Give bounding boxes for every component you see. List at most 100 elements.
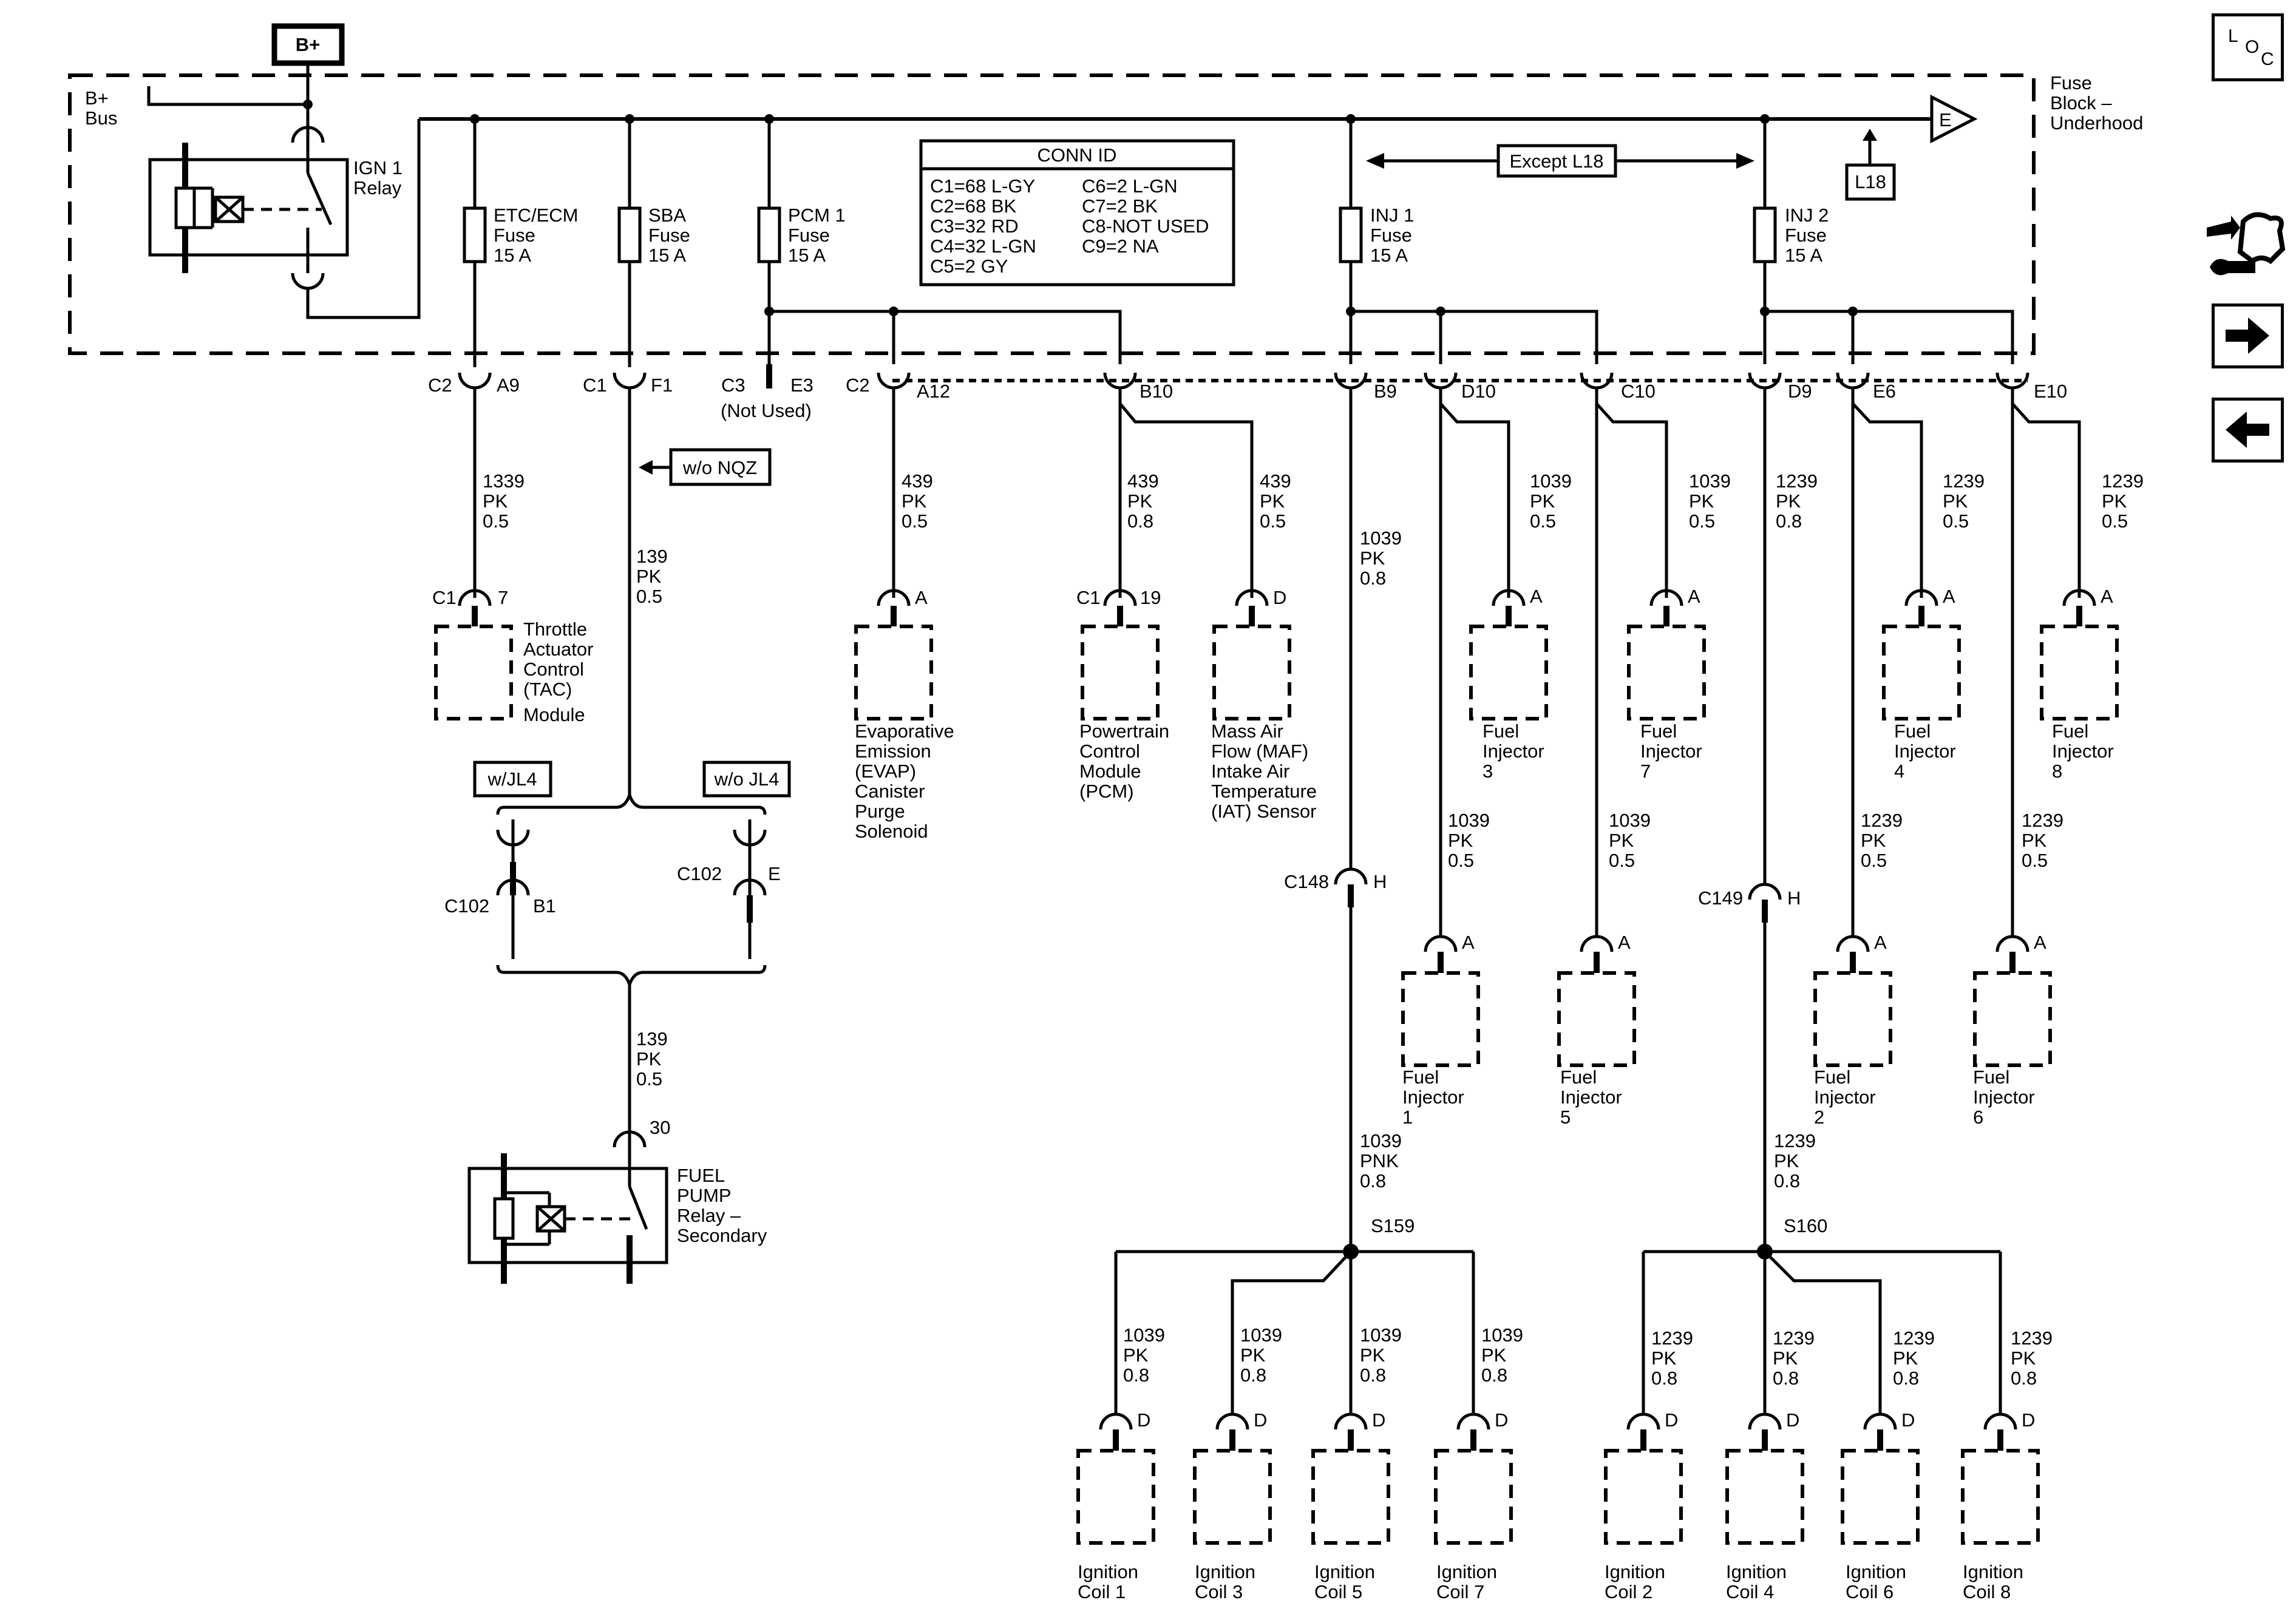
ignition-coil-2-connector xyxy=(1626,1412,1660,1430)
fuel-injector-1-pin-label: A xyxy=(1462,932,1475,953)
next-page-button[interactable] xyxy=(2212,303,2284,368)
c149-connector xyxy=(1748,883,1782,923)
location-button[interactable]: L O C xyxy=(2212,13,2284,81)
c149-h-label: H xyxy=(1787,887,1801,909)
inj1-label-1: Fuel xyxy=(1402,1066,1439,1088)
ignition-coil-7-box xyxy=(1434,1449,1513,1545)
e-connector-arrow xyxy=(1930,94,1978,144)
coil6-label-2: Coil 6 xyxy=(1846,1581,1894,1602)
conn-id-title: CONN ID xyxy=(1038,144,1117,166)
pin-e3: E3 xyxy=(790,375,813,396)
fuse-sba-label-2: Fuse xyxy=(648,225,690,246)
s159-label: S159 xyxy=(1371,1215,1415,1236)
c148-connector xyxy=(1334,867,1368,907)
fuel-injector-2-pin-label: A xyxy=(1874,932,1887,953)
w-inj6-3: 0.5 xyxy=(2022,850,2048,871)
w-coil7-2: PK xyxy=(1481,1344,1507,1366)
inj5-label-3: 5 xyxy=(1560,1107,1571,1128)
wire-1239-lower-label-1: 1239 xyxy=(1774,1130,1816,1151)
c102-left-label: C102 xyxy=(444,895,489,917)
coil6-label-1: Ignition xyxy=(1846,1561,1906,1582)
connector-cups xyxy=(458,364,2029,390)
wire-1239-lower-label-2: PK xyxy=(1774,1150,1799,1171)
inj7-label-1: Fuel xyxy=(1640,720,1677,742)
inj3-label-1: Fuel xyxy=(1483,720,1519,742)
ignition-coil-4-box xyxy=(1725,1449,1804,1545)
coil3-label-2: Coil 3 xyxy=(1195,1581,1243,1602)
inj4-label-1: Fuel xyxy=(1894,720,1931,742)
w-coil4-1: 1239 xyxy=(1773,1327,1815,1349)
inj3-label-3: 3 xyxy=(1483,761,1493,782)
arrow-right-icon xyxy=(2226,317,2269,354)
inj8-label-2: Injector xyxy=(2052,741,2114,762)
inj2-label-2: Injector xyxy=(1814,1086,1876,1108)
wire-439b-label-1: 439 xyxy=(1127,470,1159,492)
fuel-injector-6-pin-label: A xyxy=(2034,932,2046,953)
conn-id-left-1: C1=68 L-GY xyxy=(930,175,1035,197)
evap-solenoid-connector xyxy=(877,589,911,606)
inj7-label-3: 7 xyxy=(1640,761,1651,782)
ignition-coil-6-box xyxy=(1841,1449,1920,1545)
conn-id-right-2: C7=2 BK xyxy=(1082,195,1158,217)
ignition-coil-4-pin-label: D xyxy=(1786,1409,1799,1431)
ignition-coil-8-box xyxy=(1961,1449,2040,1545)
coil3-label-1: Ignition xyxy=(1195,1561,1255,1582)
relay-pin-30: 30 xyxy=(650,1117,670,1138)
previous-page-button[interactable] xyxy=(2212,398,2284,463)
wire-1239-main-label-3: 0.8 xyxy=(1776,510,1802,532)
w-inj8-2: PK xyxy=(2102,490,2127,512)
c148-h-label: H xyxy=(1373,871,1387,892)
evap-label-6: Solenoid xyxy=(855,821,928,842)
w-inj5-1: 1039 xyxy=(1609,810,1651,831)
fuel-injector-3-box xyxy=(1469,625,1548,720)
s160-splice-pack xyxy=(1642,1244,2002,1414)
ignition-coil-3-box xyxy=(1193,1449,1272,1545)
ignition-coil-7-connector xyxy=(1456,1412,1490,1430)
w-inj4-1: 1239 xyxy=(1943,470,1985,492)
pin-b10: B10 xyxy=(1140,381,1173,402)
fuse-pcm xyxy=(757,119,1122,376)
wire-139-label-1: 139 xyxy=(636,546,668,567)
coil7-label-1: Ignition xyxy=(1436,1561,1497,1582)
wire-1039-pnk-label-3: 0.8 xyxy=(1360,1170,1386,1192)
fuel-injector-8-pin-label: A xyxy=(2101,586,2113,607)
inj7-label-2: Injector xyxy=(1640,741,1702,762)
wire-439a-label-1: 439 xyxy=(902,470,933,492)
w-coil6-2: PK xyxy=(1893,1348,1918,1369)
pcm-label-2: Control xyxy=(1079,741,1140,762)
ignition-coil-1-box xyxy=(1076,1449,1155,1545)
pcm-label-3: Module xyxy=(1079,761,1141,782)
c102-b1-label: B1 xyxy=(533,895,556,917)
wire-139-label-3: 0.5 xyxy=(636,586,662,607)
conn-id-left-3: C3=32 RD xyxy=(930,215,1019,237)
w-inj4-3: 0.5 xyxy=(1943,510,1969,532)
w-inj2-2: PK xyxy=(1861,830,1886,851)
wire-1239-inj4 xyxy=(1851,388,1923,598)
fuel-injector-6-connector xyxy=(1995,935,2029,952)
wire-439b-label-3: 0.8 xyxy=(1127,510,1153,532)
pin-a12: A12 xyxy=(917,381,950,402)
pin-d9: D9 xyxy=(1788,381,1812,402)
fuse-sba xyxy=(617,119,642,367)
location-o: O xyxy=(2245,37,2260,57)
ignition-coil-3-pin-label: D xyxy=(1254,1409,1267,1431)
fuel-injector-5-pin-label: A xyxy=(1618,932,1631,953)
inj4-label-2: Injector xyxy=(1894,741,1956,762)
fuse-pcm-label-2: Fuse xyxy=(788,225,830,246)
location-l: L xyxy=(2228,26,2238,46)
wire-139b-label-1: 139 xyxy=(636,1028,668,1049)
ign1-relay-label-2: Relay xyxy=(353,177,402,198)
coil8-label-1: Ignition xyxy=(1963,1561,2023,1582)
fuse-pcm-label-1: PCM 1 xyxy=(788,205,846,226)
arrow-left-icon xyxy=(2226,412,2269,448)
connector-view-icon[interactable] xyxy=(2204,203,2289,282)
fuse-etc xyxy=(463,119,487,367)
w-coil7-3: 0.8 xyxy=(1481,1364,1507,1386)
w-inj1-3: 0.5 xyxy=(1448,850,1474,871)
maf-label-2: Flow (MAF) xyxy=(1211,741,1308,762)
inj6-label-2: Injector xyxy=(1973,1086,2035,1108)
relay-30-cup xyxy=(613,1130,647,1148)
ign1-output-wire xyxy=(306,119,421,319)
